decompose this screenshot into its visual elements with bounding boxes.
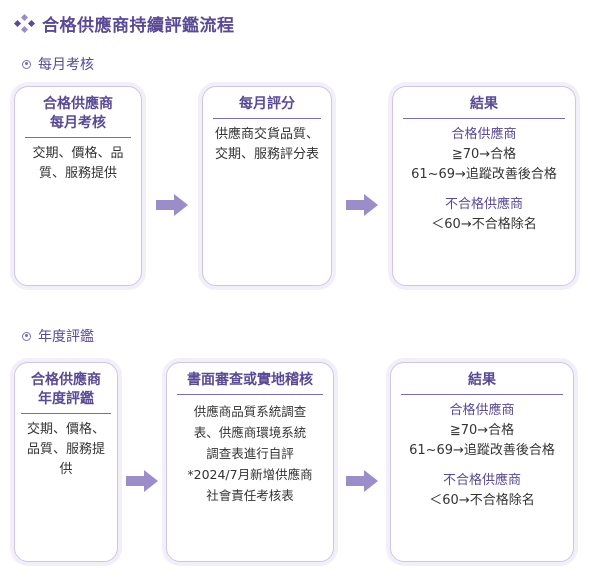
box-body: 供應商交貨品質、 交期、服務評分表 <box>215 127 320 162</box>
unqualified-supplier-label: 不合格供應商 <box>444 197 523 212</box>
qualified-rule: ≧70→合格 <box>451 147 517 162</box>
audit-box: 書面審查或實地稽核 供應商品質系統調查 表、供應商環境系統 調查表進行自評 *2… <box>166 362 334 562</box>
box-heading-text: 合格供應商 年度評鑑 <box>31 372 101 407</box>
qualified-supplier-label: 合格供應商 <box>451 127 517 142</box>
qualified-rule: ≧70→合格 <box>449 423 515 438</box>
arrow-right-icon <box>346 470 378 492</box>
section-label: 每月考核 <box>38 57 94 73</box>
box-heading-text: 合格供應商 每月考核 <box>43 96 113 131</box>
box-heading: 書面審查或實地稽核 <box>177 363 323 395</box>
result-body: 合格供應商 ≧70→合格 61~69→追蹤改善後合格 不合格供應商 ＜60→不合… <box>393 119 575 241</box>
box-body: 供應商品質系統調查 表、供應商環境系統 調查表進行自評 *2024/7月新增供應… <box>187 404 313 503</box>
section-annual-header: 年度評鑑 <box>22 326 94 346</box>
box-body: 交期、價格、 品質、服務提 供 <box>26 422 105 477</box>
arrow-right-icon <box>156 194 188 216</box>
circle-bullet-icon <box>22 59 31 69</box>
monthly-review-box: 合格供應商 每月考核 交期、價格、品 質、服務提供 <box>14 86 142 286</box>
box-heading-text: 結果 <box>470 96 498 112</box>
box-heading-text: 每月評分 <box>239 96 295 112</box>
box-heading: 合格供應商 每月考核 <box>25 87 131 138</box>
diamond-cluster-icon <box>13 13 36 33</box>
annual-review-box: 合格供應商 年度評鑑 交期、價格、 品質、服務提 供 <box>14 362 118 562</box>
circle-bullet-icon <box>22 331 31 341</box>
box-heading: 結果 <box>403 87 565 119</box>
arrow-right-icon <box>126 470 158 492</box>
annual-result-box: 結果 合格供應商 ≧70→合格 61~69→追蹤改善後合格 不合格供應商 ＜60… <box>390 362 574 562</box>
section-monthly-header: 每月考核 <box>22 54 94 74</box>
unqualified-supplier-label: 不合格供應商 <box>442 473 521 488</box>
result-body: 合格供應商 ≧70→合格 61~69→追蹤改善後合格 不合格供應商 ＜60→不合… <box>391 395 573 517</box>
box-heading: 結果 <box>401 363 563 395</box>
conditional-rule: 61~69→追蹤改善後合格 <box>411 167 557 182</box>
box-heading-text: 書面審查或實地稽核 <box>187 372 313 388</box>
conditional-rule: 61~69→追蹤改善後合格 <box>409 443 555 458</box>
box-body: 交期、價格、品 質、服務提供 <box>32 146 124 181</box>
box-heading-text: 結果 <box>468 372 496 388</box>
unqualified-rule: ＜60→不合格除名 <box>429 493 535 508</box>
arrow-right-icon <box>346 194 378 216</box>
box-heading: 合格供應商 年度評鑑 <box>21 363 111 414</box>
monthly-scoring-box: 每月評分 供應商交貨品質、 交期、服務評分表 <box>202 86 332 286</box>
monthly-result-box: 結果 合格供應商 ≧70→合格 61~69→追蹤改善後合格 不合格供應商 ＜60… <box>392 86 576 286</box>
page-title: 合格供應商持續評鑑流程 <box>42 16 235 36</box>
page-title-row: 合格供應商持續評鑑流程 <box>13 11 235 36</box>
qualified-supplier-label: 合格供應商 <box>449 403 515 418</box>
section-label: 年度評鑑 <box>38 329 94 345</box>
unqualified-rule: ＜60→不合格除名 <box>431 217 537 232</box>
box-heading: 每月評分 <box>213 87 321 119</box>
